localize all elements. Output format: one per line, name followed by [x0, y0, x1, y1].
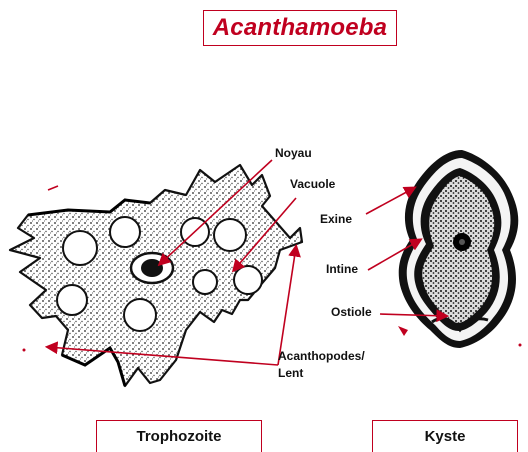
caption-kyste: Kyste [425, 428, 466, 445]
label-ostiole: Ostiole [331, 305, 372, 319]
label-noyau: Noyau [275, 146, 312, 160]
label-exine: Exine [320, 212, 352, 226]
label-acanthopodes-1: Acanthopodes/ [278, 349, 365, 363]
label-vacuole: Vacuole [290, 177, 335, 191]
vacuole-shape [63, 231, 97, 265]
acanthopodes-arrow-right [278, 247, 296, 365]
label-intine: Intine [326, 262, 358, 276]
caption-trophozoite-box: Trophozoite [96, 420, 262, 452]
caption-trophozoite: Trophozoite [137, 428, 222, 445]
caption-kyste-box: Kyste [372, 420, 518, 452]
kyste-drawing [398, 150, 522, 348]
label-acanthopodes-2: Lent [278, 366, 303, 380]
trophozoite-drawing [10, 165, 302, 386]
